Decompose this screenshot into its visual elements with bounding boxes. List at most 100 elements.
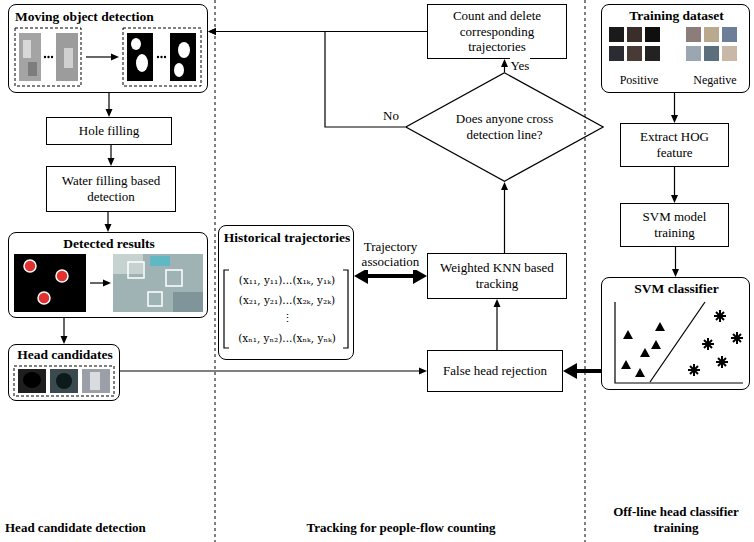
panel-title: Historical trajectories [219,230,355,246]
candidate-thumbnails [14,366,114,396]
connector [494,299,501,350]
process-box: Hole filling [46,117,172,145]
connector-line [573,369,601,373]
positive-samples [609,27,660,61]
positive-samples [609,46,624,61]
foreground-masks [164,56,166,58]
frame-sequence [44,56,46,58]
foreground-masks [170,33,196,81]
svm-plot [623,330,633,339]
detection-frame [173,292,203,312]
arrowhead [671,115,678,123]
class-label: Negative [682,73,748,87]
negative-samples [704,27,719,42]
panel-title: Moving object detection [15,9,203,25]
svm-plot [702,338,714,350]
matrix-row: (x₂₁, y₂₁)...(x₂ₖ, y₂ₖ) [229,294,345,307]
frame-sequence [19,33,41,81]
positive-samples [609,27,624,42]
rounded-panel: Moving object detection [8,4,208,93]
detection-map [14,254,86,312]
process-box: Count and delete corresponding trajector… [427,4,567,59]
edge-label: No [382,108,400,124]
edge-label: Trajectory association [356,239,426,270]
rounded-panel: Historical trajectories (x₁₁, y₁₁)...(x₁ₖ… [218,225,354,360]
process-arrow [111,54,119,61]
connector-line [675,247,676,271]
svm-plot [716,356,728,368]
connector-line [214,32,405,128]
column-divider [215,0,585,542]
rounded-panel: SVM classifier [601,277,750,390]
matrix-bracket [224,270,229,348]
connector-line [496,305,497,350]
connector-line [674,167,675,197]
matrix-bracket [224,270,348,348]
foreground-masks [178,42,190,58]
connector-line [63,318,64,338]
class-label: Positive [606,73,672,87]
connector [120,368,427,375]
section-caption: Head candidate detection [4,520,216,536]
svm-plot [640,348,650,357]
detection-frame [150,256,170,266]
process-arrow [103,280,111,287]
frame-sequence [47,56,49,58]
process-arrow [86,56,112,57]
arrowhead [672,269,679,277]
candidate-thumbnails [14,366,114,396]
section-caption: Tracking for people-flow counting [230,520,572,536]
frame-sequence [15,28,81,86]
svm-plot [655,322,665,331]
arrowhead [61,336,68,344]
arrowhead [208,28,216,35]
frame-sequence [64,48,73,68]
foreground-masks [123,28,201,86]
foreground-masks [174,63,184,77]
arrowhead [106,109,113,117]
connector-line [120,370,421,371]
connector [105,212,112,232]
node-label: Water filling based detection [50,173,172,204]
node-label: Extract HOG feature [624,129,725,160]
detection-map [38,292,50,304]
frame-sequence [56,33,78,81]
arrowhead [419,368,427,375]
connector [501,59,508,72]
diamond-outline [406,73,603,181]
foreground-masks [131,38,141,50]
node-label: SVM model training [624,209,725,240]
detection-frame [113,254,203,312]
candidate-thumbnails [56,373,72,389]
column-divider [585,0,586,542]
arrowhead [354,268,368,284]
detection-map [56,270,68,282]
positive-samples [645,46,660,61]
process-arrow [90,282,104,283]
process-box: Extract HOG feature [620,123,729,167]
negative-samples [686,46,701,61]
process-arrow [90,280,111,287]
frame-sequence [28,62,37,76]
process-box: Water filling based detection [46,166,176,212]
svm-plot [635,368,645,377]
negative-samples [704,46,719,61]
svm-plot [688,310,743,376]
foreground-masks [160,56,162,58]
negative-samples [686,27,737,61]
candidate-thumbnails [90,372,100,390]
svm-plot [621,360,631,369]
node-label: Count and delete corresponding trajector… [431,8,563,55]
svm-plot [714,310,726,322]
matrix-row: ⋮ [229,312,345,325]
detection-frame [113,254,203,312]
detection-frame [166,270,182,286]
foreground-masks [123,28,201,86]
connector [354,268,427,284]
svm-plot [615,302,743,383]
connector [671,167,678,203]
matrix-row: (x₁₁, y₁₁)...(x₁ₖ, y₁ₖ) [229,274,345,287]
candidate-thumbnails [18,369,46,393]
arrowhead [501,182,508,190]
foreground-masks [136,54,148,72]
